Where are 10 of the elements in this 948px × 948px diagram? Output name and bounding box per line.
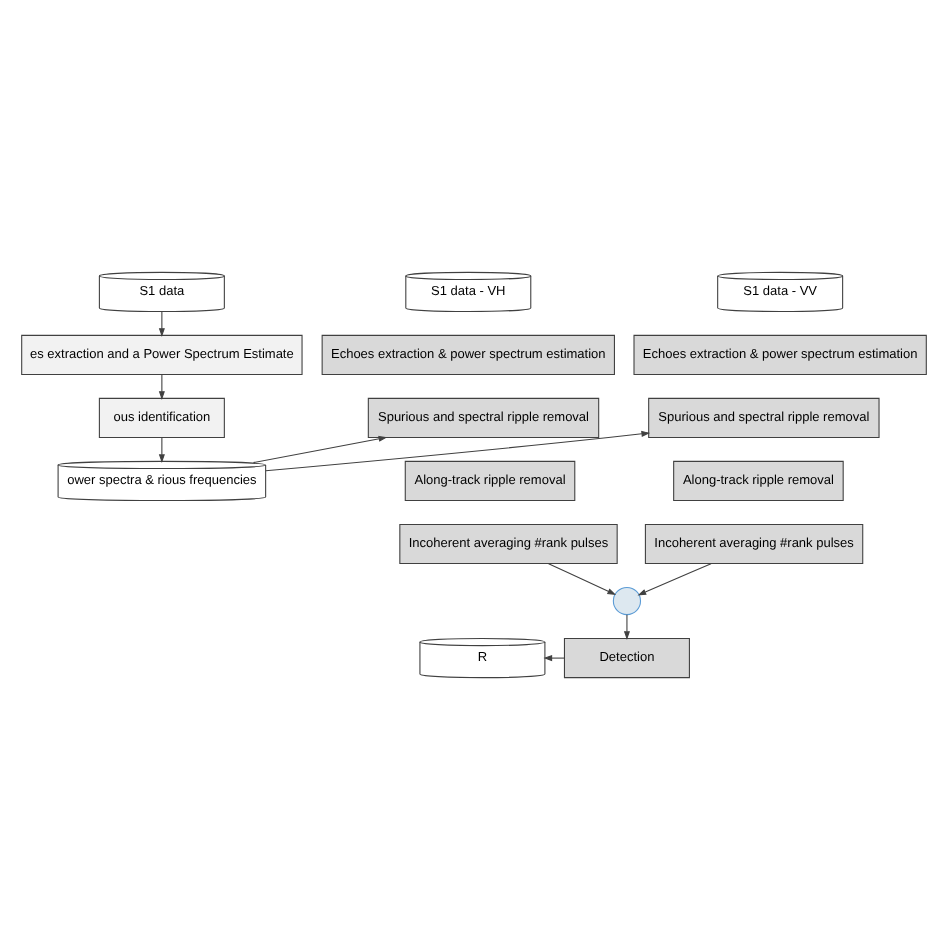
arrow (548, 562, 617, 594)
node-circle (612, 585, 642, 615)
arrow (158, 373, 165, 400)
arrow (637, 562, 712, 595)
arrow (543, 654, 565, 661)
arrow (158, 436, 165, 463)
arrow (265, 429, 651, 471)
arrow (158, 310, 165, 337)
arrow (623, 613, 630, 639)
arrow (252, 434, 388, 463)
